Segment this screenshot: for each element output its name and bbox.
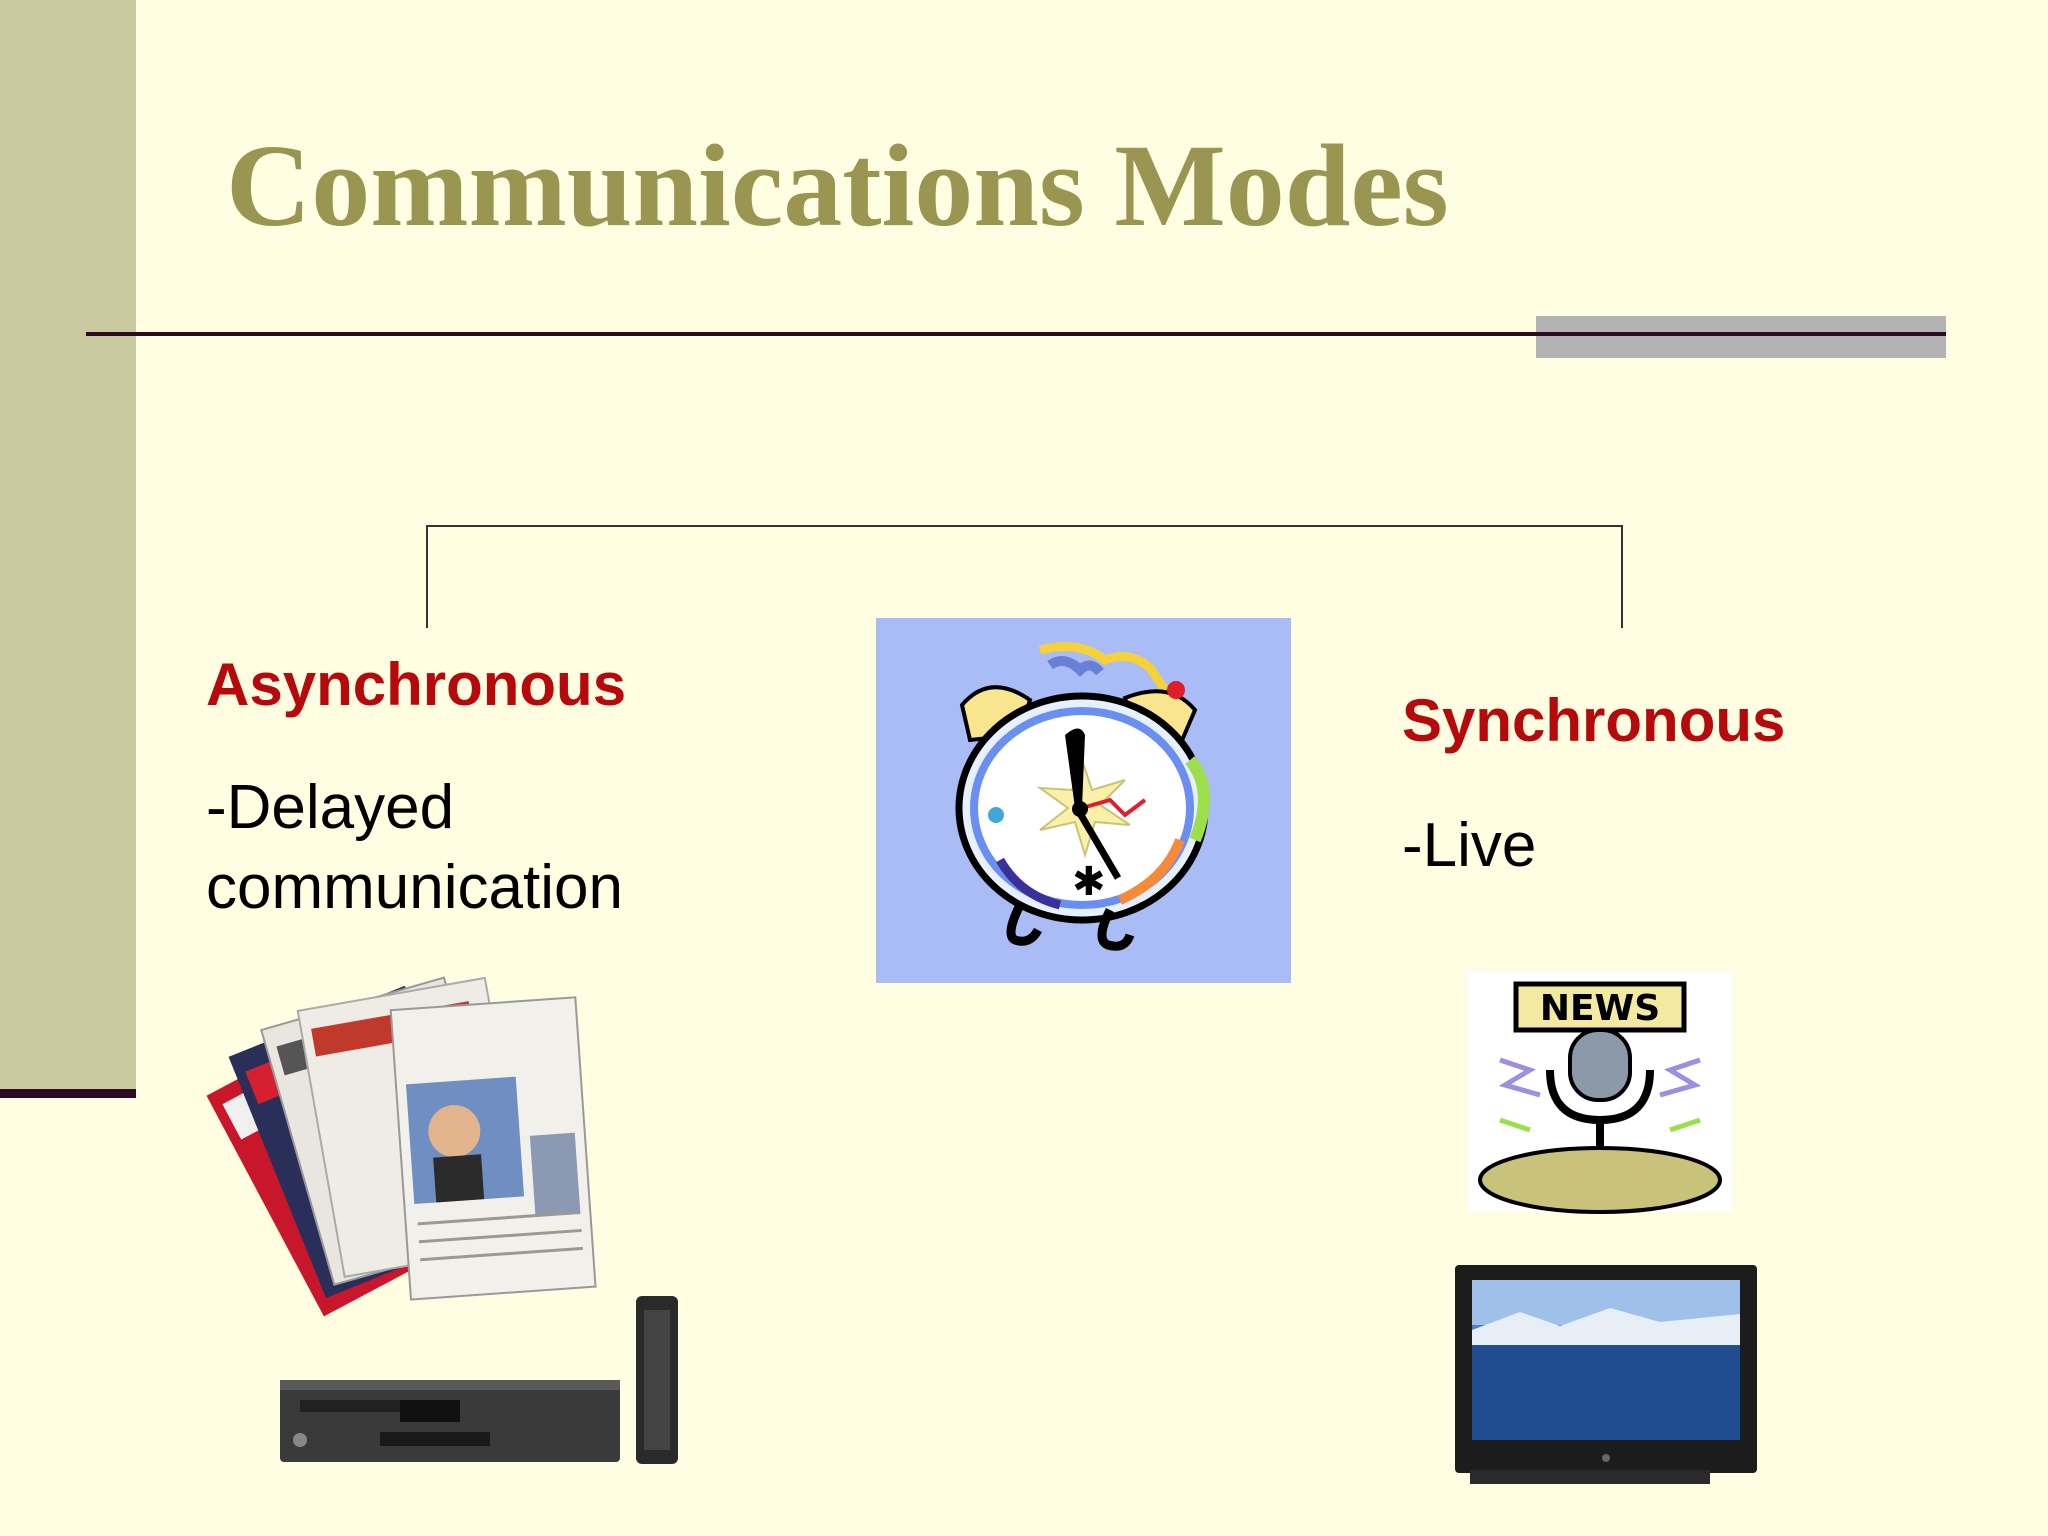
bracket-connector xyxy=(426,525,1623,628)
asynchronous-heading: Asynchronous xyxy=(206,651,627,718)
left-sidebar-band xyxy=(0,0,136,1089)
asynchronous-description: -Delayed communication xyxy=(206,773,623,922)
svg-text:✱: ✱ xyxy=(1072,859,1106,905)
dvd-player-image xyxy=(280,1296,678,1464)
newspapers-image xyxy=(206,976,597,1317)
slide-title: Communications Modes xyxy=(226,120,1449,251)
television-image xyxy=(1455,1265,1757,1484)
title-underline xyxy=(86,332,1946,336)
synchronous-description: -Live xyxy=(1402,811,1537,880)
synchronous-heading: Synchronous xyxy=(1402,687,1786,754)
alarm-clock-image: ✱ xyxy=(876,618,1291,983)
title-underline-overlay xyxy=(1536,332,1946,336)
title-underline-gray-block xyxy=(1536,316,1946,358)
news-microphone-image: NEWS xyxy=(1468,972,1732,1214)
news-sign-text: NEWS xyxy=(1540,988,1660,1029)
left-sidebar-accent-line xyxy=(0,1089,136,1098)
